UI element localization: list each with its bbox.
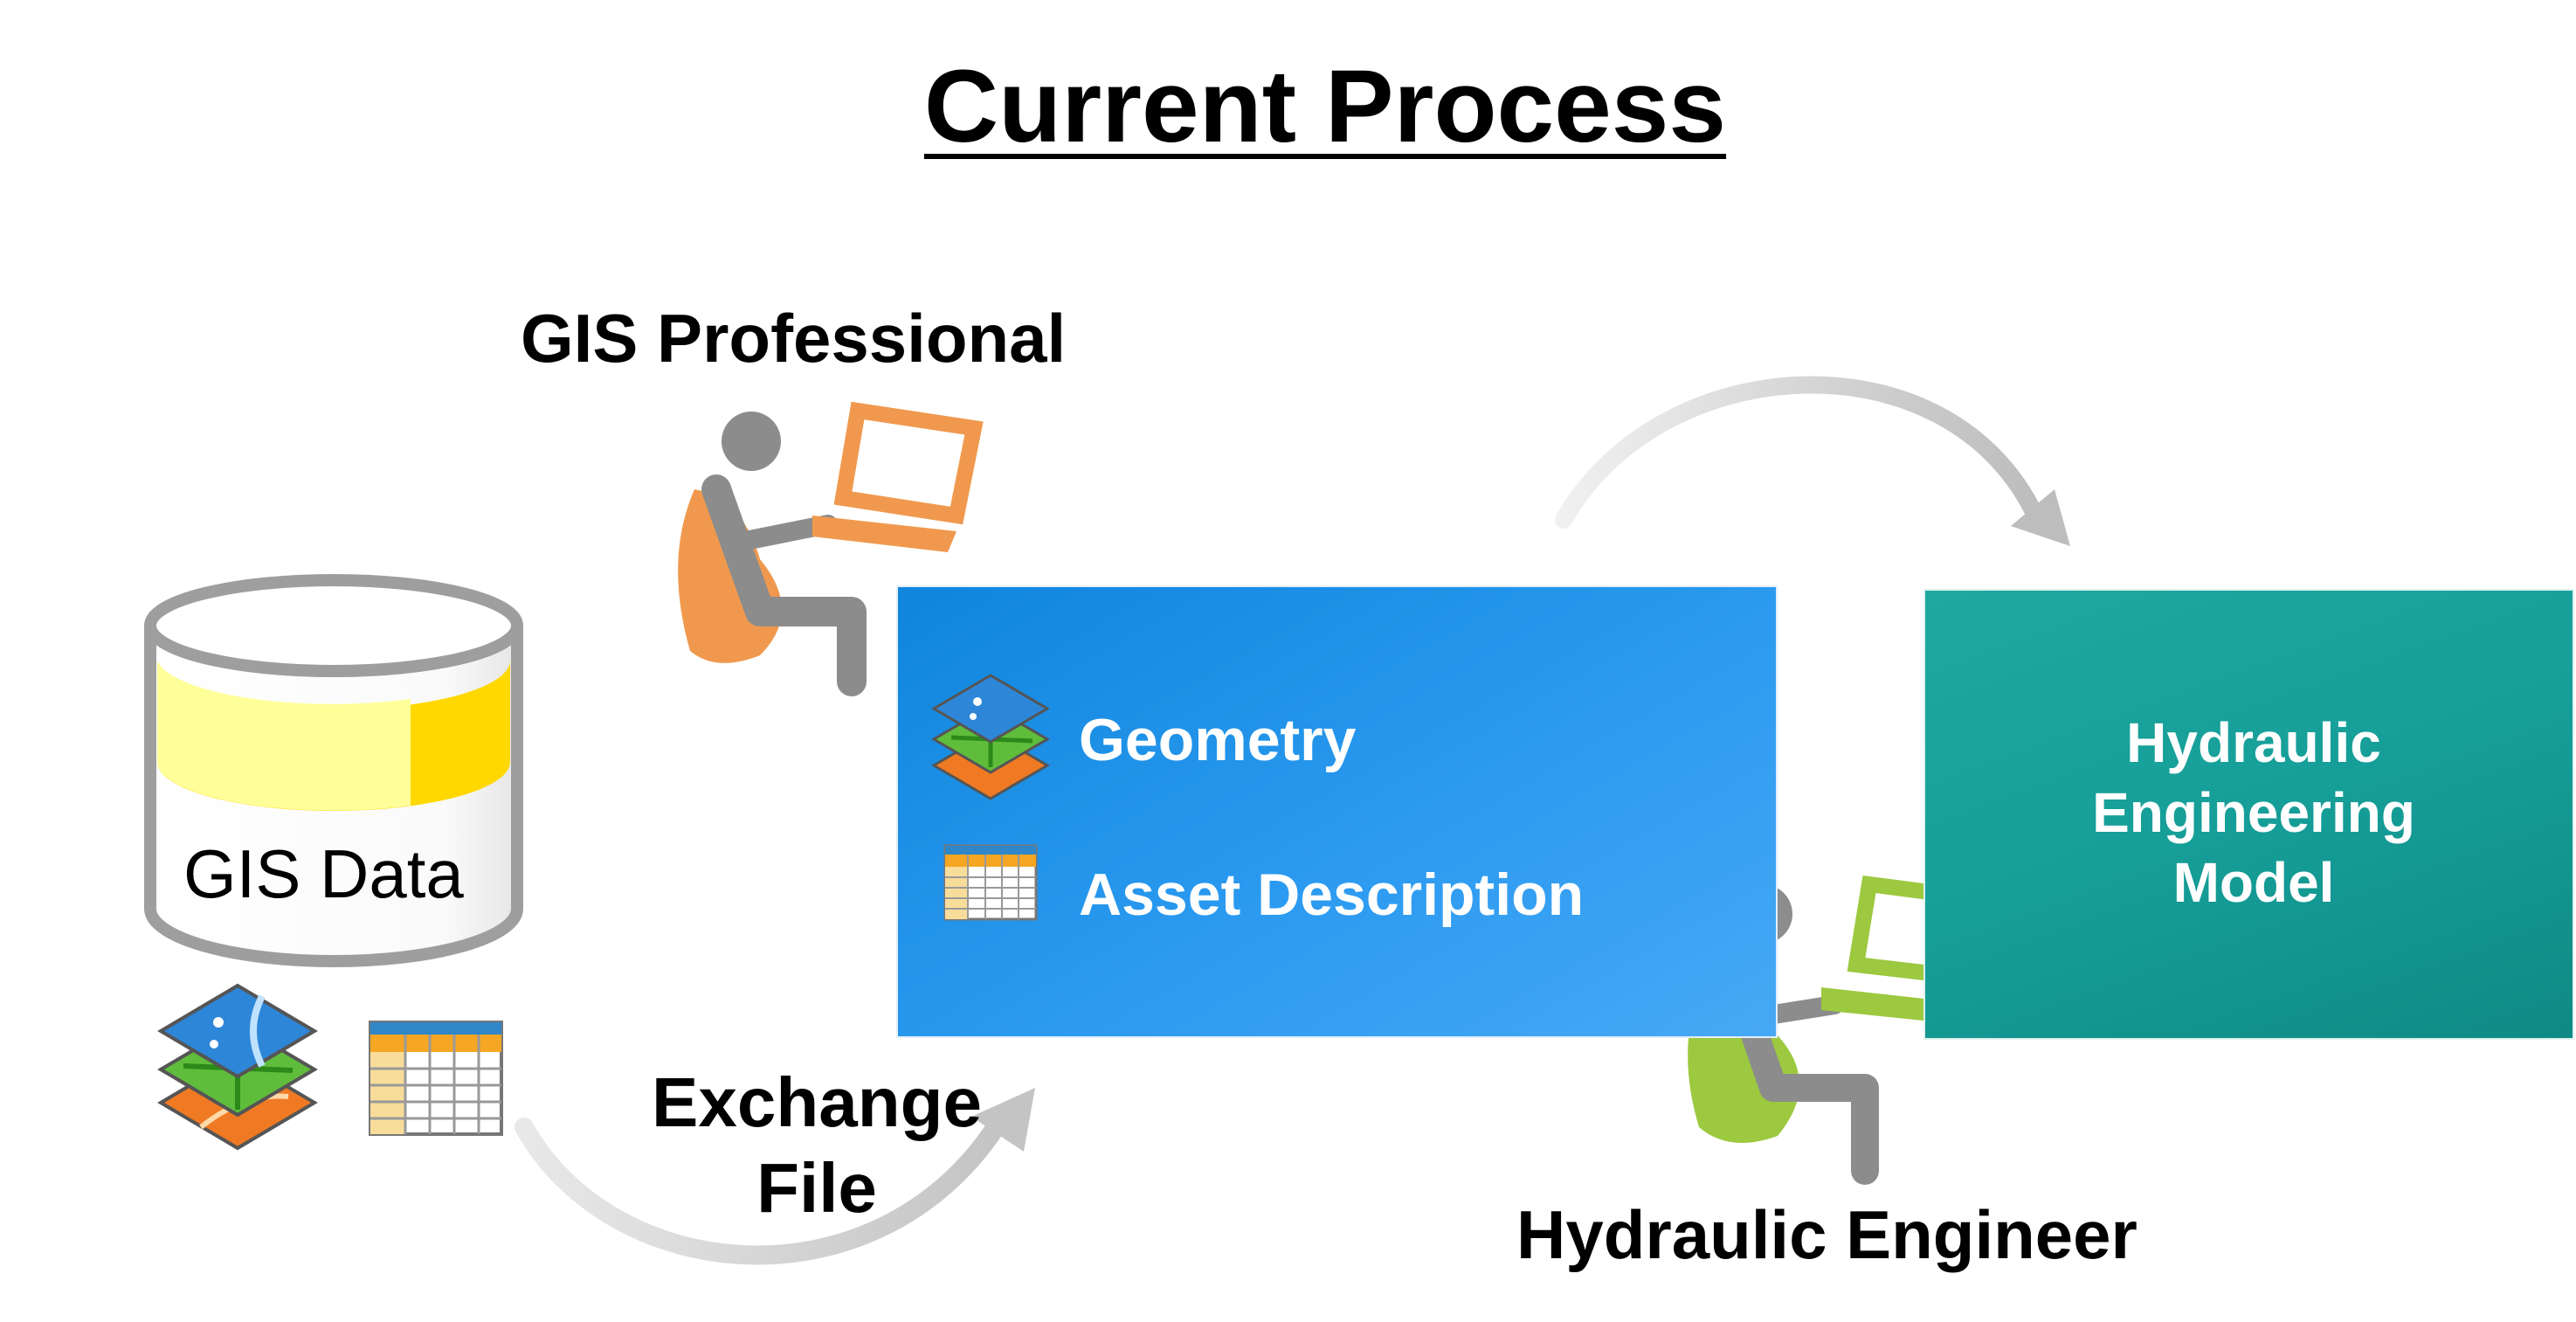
- hydraulic-model-label: Hydraulic Engineering Model: [2035, 708, 2472, 917]
- table-icon: [943, 844, 1038, 921]
- hydraulic-model-box: [1923, 589, 2574, 1040]
- exchange-file-label: Exchange File: [642, 1060, 991, 1231]
- model-line-3: Model: [2172, 851, 2335, 914]
- database-label: GIS Data: [183, 835, 464, 912]
- box-icons: [931, 674, 1050, 921]
- model-line-2: Engineering: [2092, 781, 2415, 844]
- exchange-line-1: Exchange: [652, 1063, 982, 1141]
- asset-description-label: Asset Description: [1079, 862, 1585, 928]
- page-title: Current Process: [923, 49, 1727, 164]
- map-layers-icon: [931, 674, 1050, 800]
- map-layers-icon: [157, 983, 318, 1151]
- curved-arrow-icon: [515, 1088, 1035, 1265]
- model-line-1: Hydraulic: [2126, 711, 2381, 774]
- table-icon: [369, 1021, 503, 1136]
- exchange-line-2: File: [756, 1149, 877, 1227]
- gis-professional-label: GIS Professional: [521, 300, 1067, 377]
- hydraulic-engineer-label: Hydraulic Engineer: [1516, 1196, 2137, 1273]
- exchange-file-box: [896, 585, 1778, 1038]
- person-laptop-icon: [678, 401, 984, 696]
- database-icon: [144, 574, 523, 967]
- geometry-label: Geometry: [1079, 707, 1357, 773]
- curved-arrow-icon: [1555, 376, 2070, 546]
